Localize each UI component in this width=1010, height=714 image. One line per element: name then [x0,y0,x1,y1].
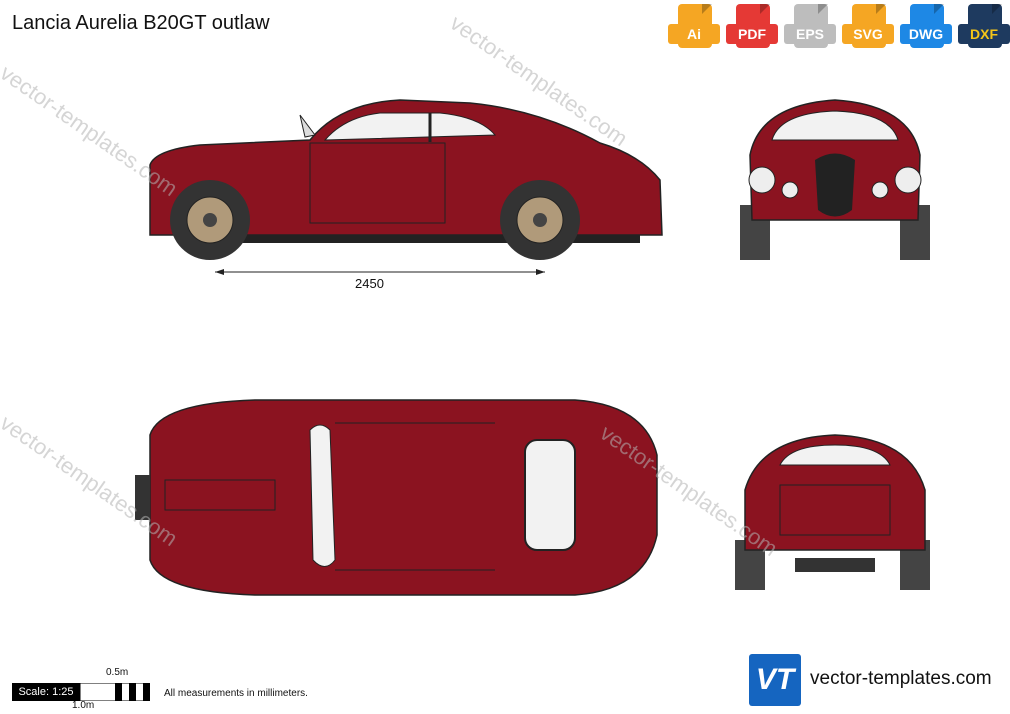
top-view-drawing [135,399,658,596]
side-view-drawing [149,99,663,275]
wheelbase-dimension: 2450 [355,276,384,291]
scale-half-meter-label: 0.5m [106,667,129,678]
format-eps-button[interactable]: EPS [784,4,836,50]
format-dxf-button[interactable]: DXF [958,4,1010,50]
scale-bar [80,683,150,701]
format-pdf-button[interactable]: PDF [726,4,778,50]
rear-view-drawing [735,434,930,590]
front-view-drawing [740,99,930,260]
page-title: Lancia Aurelia B20GT outlaw [12,12,270,34]
scale-one-meter-label: 1.0m [72,700,95,711]
format-dwg-button[interactable]: DWG [900,4,952,50]
format-ai-button[interactable]: Ai [668,4,720,50]
format-svg-button[interactable]: SVG [842,4,894,50]
brand-link[interactable]: vector-templates.com [810,668,992,689]
scale-label: Scale: 1:25 [12,683,80,701]
vt-logo[interactable]: VT [749,654,801,706]
format-badges: Ai PDF EPS SVG DWG DXF [668,4,1010,50]
measurement-note: All measurements in millimeters. [164,688,308,699]
